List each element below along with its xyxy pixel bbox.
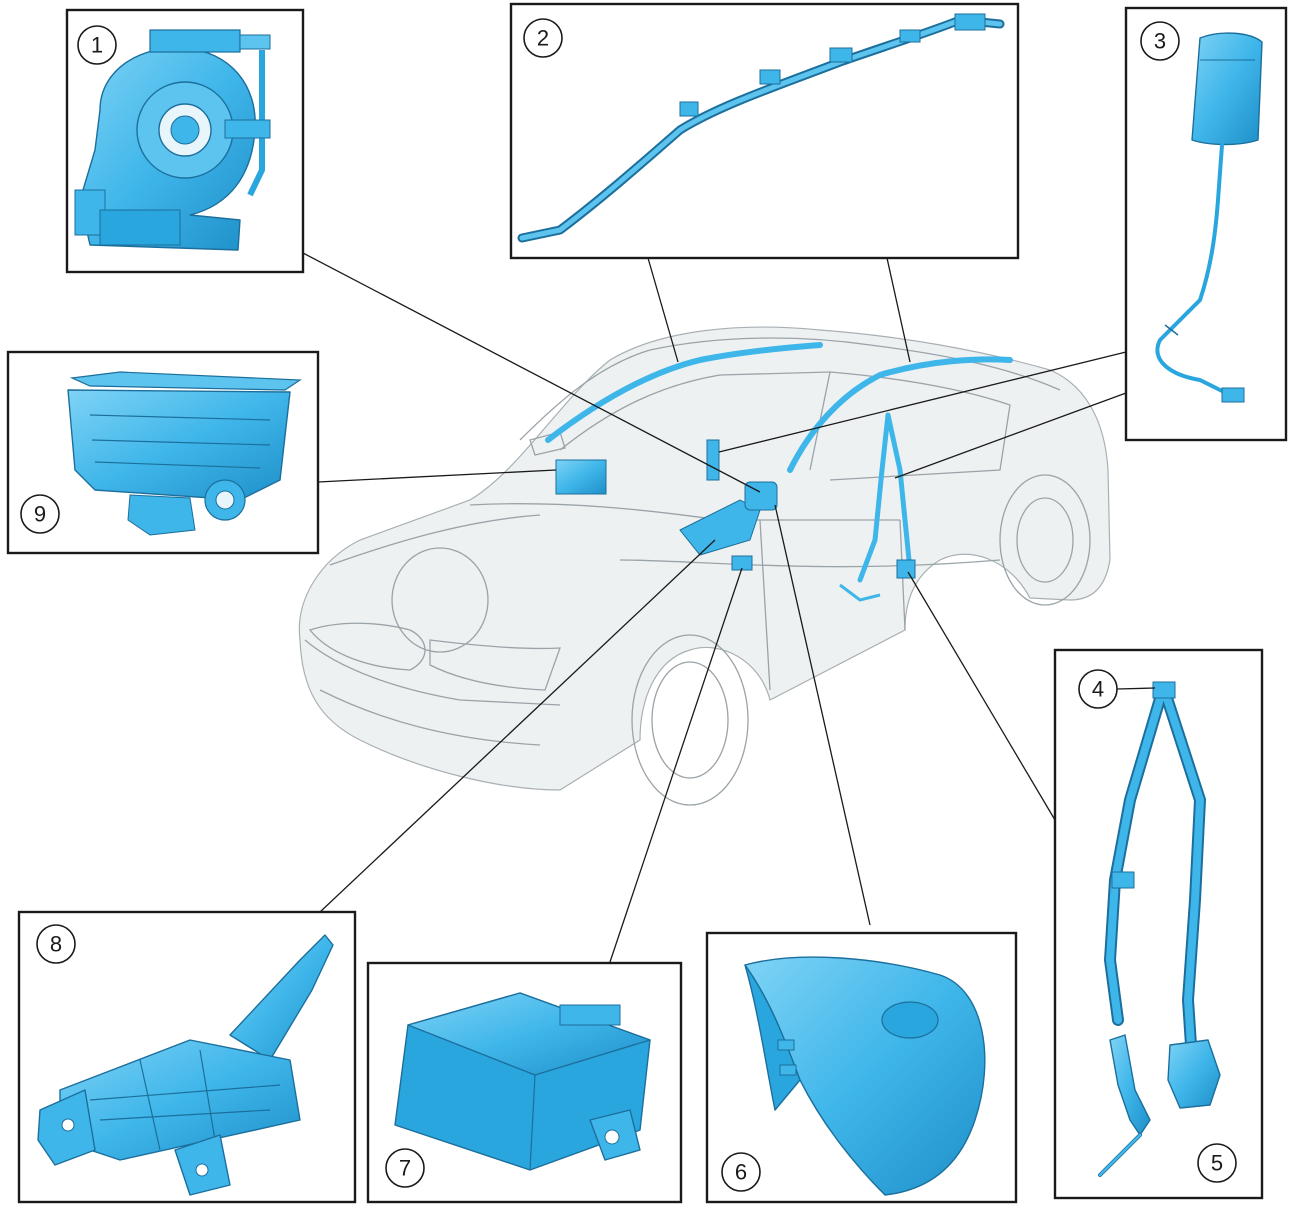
callout-label-8: 8 xyxy=(50,932,62,957)
callout-label-9: 9 xyxy=(34,502,46,527)
panel-6-driver-airbag: 6 xyxy=(707,933,1016,1202)
callout-label-1: 1 xyxy=(91,33,103,58)
panel-3-side-airbag: 3 xyxy=(1126,8,1286,440)
callout-label-3: 3 xyxy=(1154,29,1166,54)
leader-line-4 xyxy=(908,572,1055,820)
panel-9-passenger-airbag: 9 xyxy=(8,352,318,553)
panel-4-5-seat-belt: 4 5 xyxy=(1055,650,1262,1198)
callout-label-5: 5 xyxy=(1211,1151,1223,1176)
vehicle-belt-retractor xyxy=(897,560,915,578)
panel-8-steering-column: 8 xyxy=(19,912,355,1202)
vehicle-side-airbag xyxy=(707,440,719,480)
callout-label-6: 6 xyxy=(735,1160,747,1185)
panel-7-control-module: 7 xyxy=(368,963,681,1202)
vehicle-ghost-outline xyxy=(299,327,1110,805)
vehicle-control-module xyxy=(732,556,752,570)
callout-label-4: 4 xyxy=(1092,677,1104,702)
callout-label-2: 2 xyxy=(537,26,549,51)
callout-label-7: 7 xyxy=(399,1156,411,1181)
vehicle-passenger-airbag xyxy=(556,460,606,494)
panel-1-clockspring: 1 xyxy=(67,10,303,272)
panel-2-curtain-airbag: 2 xyxy=(511,4,1018,258)
